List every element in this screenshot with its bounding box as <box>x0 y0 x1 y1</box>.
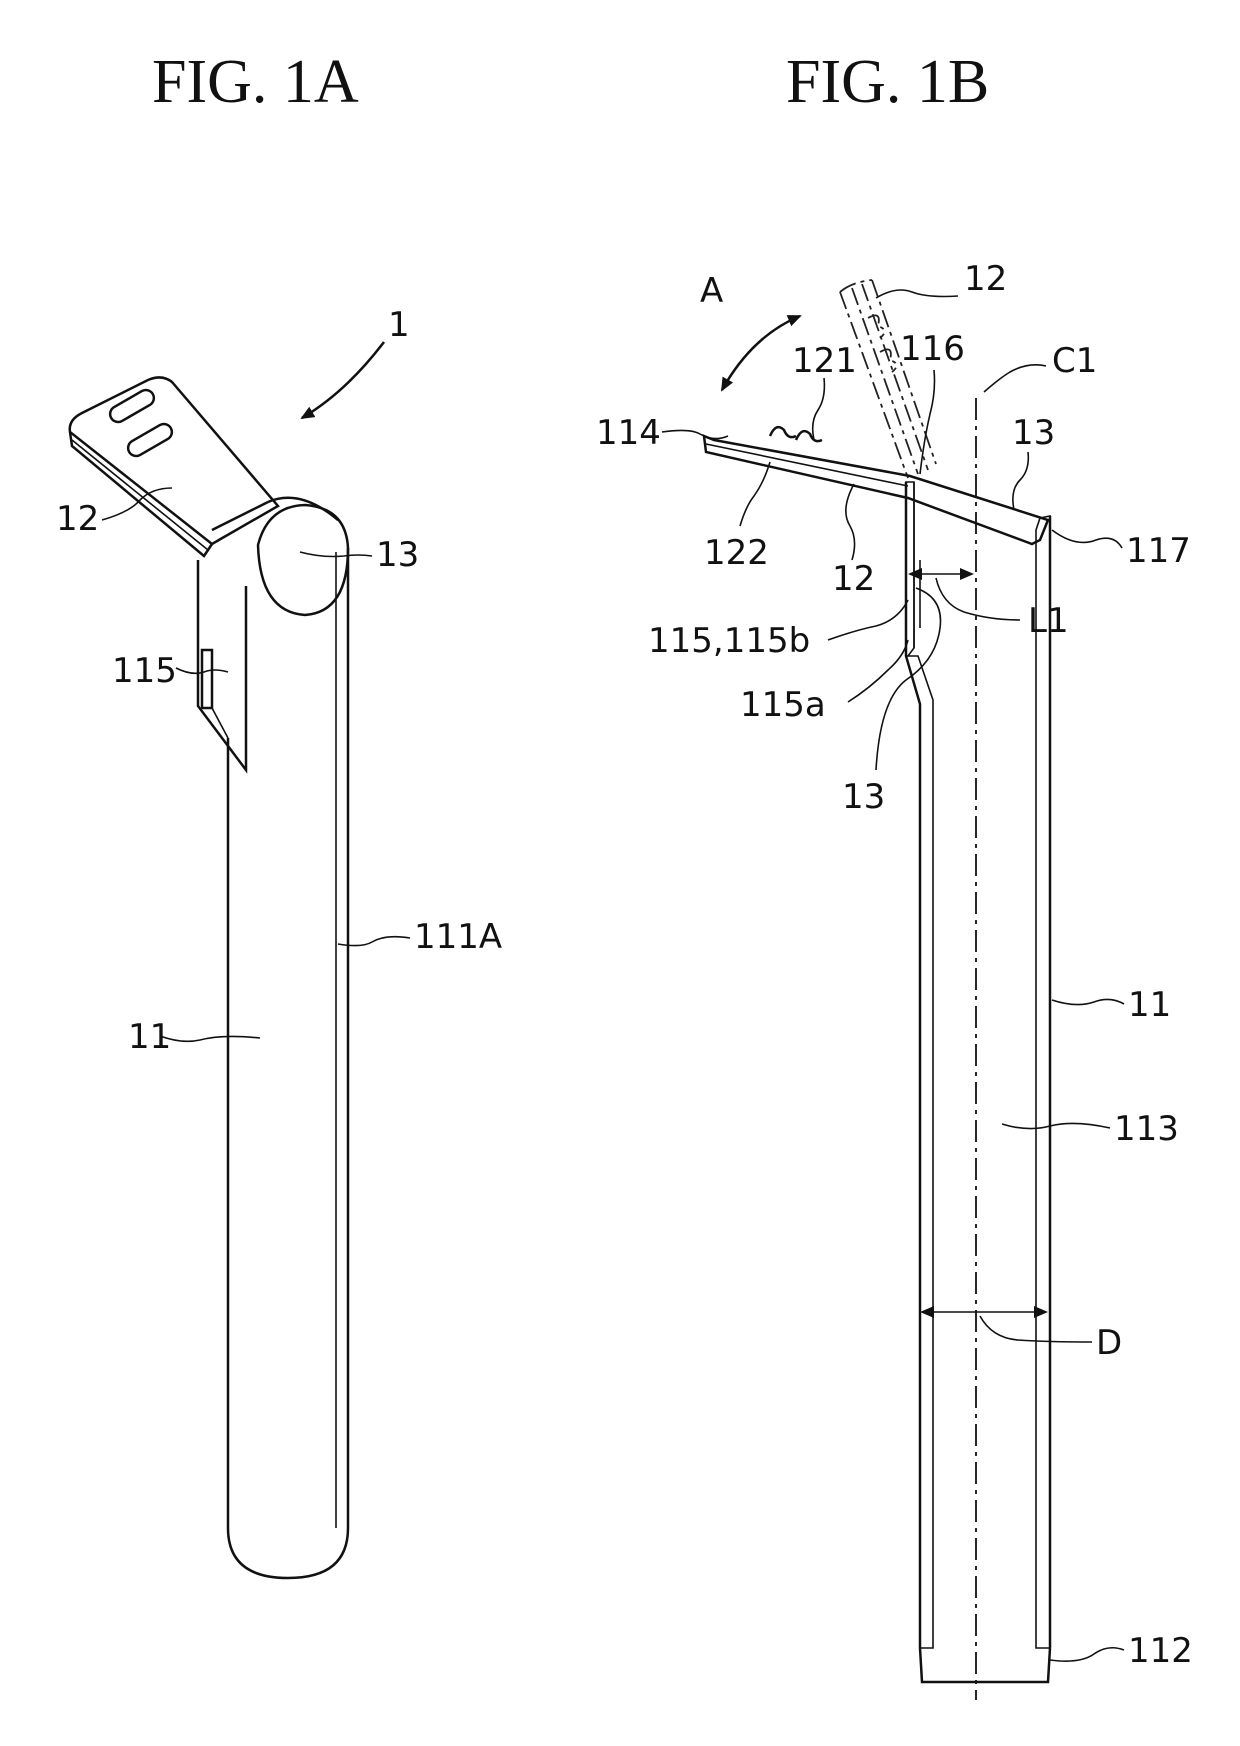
label-tab-1a: 12 <box>56 499 99 539</box>
label-hinge-1a: 13 <box>376 535 419 575</box>
figure-1a-title: FIG. 1A <box>152 48 359 116</box>
label-tab-raised: 12 <box>964 259 1007 299</box>
assembly-arrow-1a <box>302 342 384 418</box>
label-rib-upper: 121 <box>792 341 857 381</box>
label-rib-lower: 122 <box>704 533 769 573</box>
leader-fold <box>920 370 935 474</box>
label-seam-1a: 111A <box>414 917 502 957</box>
label-diameter: D <box>1096 1323 1122 1363</box>
leader-bore <box>1002 1123 1110 1128</box>
label-tube-1a: 11 <box>128 1017 171 1057</box>
label-hinge-top: 13 <box>1012 413 1055 453</box>
rotation-arrow-a <box>722 316 800 390</box>
leader-opening-combo <box>828 600 908 640</box>
label-rotation: A <box>700 271 723 311</box>
tube-section-walls <box>906 482 1050 1682</box>
figure-1a-drawing: 1 12 13 115 111A 11 <box>56 305 502 1578</box>
label-rim: 117 <box>1126 531 1191 571</box>
label-offset: L1 <box>1028 601 1069 641</box>
label-hinge-lower: 13 <box>842 777 885 817</box>
tab-plate-section <box>704 427 1048 544</box>
leader-hinge-lower <box>876 588 941 770</box>
label-opening-1a: 115 <box>112 651 177 691</box>
leader-tube-1b <box>1052 999 1124 1004</box>
label-opening-combo: 115,115b <box>648 621 810 661</box>
leader-hinge-top <box>1013 452 1028 510</box>
leader-tab-lower <box>846 484 855 560</box>
leader-end <box>662 430 728 438</box>
label-fold: 116 <box>900 329 965 369</box>
label-tube-1b: 11 <box>1128 985 1171 1025</box>
leader-raised-tab <box>876 290 958 298</box>
label-assembly-1a: 1 <box>388 305 410 345</box>
leader-tube-1a <box>160 1036 260 1041</box>
opening-flange-1a <box>198 560 246 770</box>
label-bore: 113 <box>1114 1109 1179 1149</box>
leader-rim <box>1052 530 1122 548</box>
leader-c1 <box>984 365 1046 392</box>
leader-rib-upper <box>813 378 825 440</box>
figure-1b-title: FIG. 1B <box>786 48 989 116</box>
leader-l1 <box>936 578 1020 620</box>
label-opening-a: 115a <box>740 685 826 725</box>
label-center-line: C1 <box>1052 341 1097 381</box>
tab-plate-1a <box>70 377 278 556</box>
leader-bottom <box>1050 1648 1124 1661</box>
leader-rib-lower <box>740 462 770 526</box>
label-bottom: 112 <box>1128 1631 1193 1671</box>
figure-1b-drawing: A 12 121 116 C1 114 13 122 12 117 115,11… <box>596 259 1193 1700</box>
leader-opening-a <box>848 640 908 702</box>
label-end: 114 <box>596 413 661 453</box>
label-tab-lower: 12 <box>832 559 875 599</box>
